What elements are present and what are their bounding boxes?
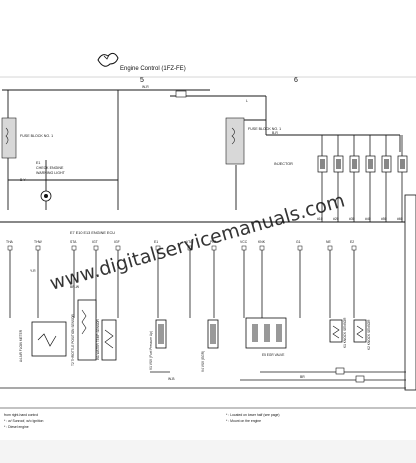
knock-sensor-2-label: K2 KNOCK SENSOR xyxy=(367,319,371,350)
ecu-pin-e2: E2 xyxy=(350,240,354,244)
note-left-2: * : w/ Sunroof, w/o Ignition xyxy=(4,419,44,423)
knock-sensor-1-label: K1 KNOCK SENSOR xyxy=(343,317,347,348)
fuse-block-left xyxy=(1,117,17,159)
injector-pin-label: #30 xyxy=(349,217,355,221)
wire-label-wr: W-R xyxy=(142,85,149,89)
wire-label-by: B-Y xyxy=(20,178,26,182)
ecu-terminal xyxy=(351,245,357,251)
ecu-pin-row: THA THW STA IGT IGF E1 VTA PIM VCC KNK G1 NE E2 xyxy=(6,240,354,244)
ecu-pin-tha: THA xyxy=(6,240,14,244)
injector-6: #60 xyxy=(397,135,408,222)
injector-bank: #10 #20 #30 #40 #50 #60 xyxy=(317,135,408,222)
vsv-fuel-pressure-label: V1 VSV (Fuel Pressure Up) xyxy=(149,331,153,370)
vsv-egr-label: V4 VSV (EGR) xyxy=(201,351,205,372)
injector-2: #20 xyxy=(333,135,344,222)
ecu-terminal xyxy=(115,245,121,251)
injector-3: #30 xyxy=(349,135,360,222)
air-flow-meter-label: A4 AIR FLOW METER xyxy=(19,329,23,362)
air-flow-meter xyxy=(31,321,67,357)
egr-valve xyxy=(245,317,287,349)
injector-label: INJECTOR xyxy=(274,162,293,166)
injector-pin-label: #50 xyxy=(381,217,387,221)
vsv-fuel-pressure xyxy=(155,319,167,349)
injector-4: #40 xyxy=(365,135,376,222)
fuse-block-no1-label: FUSE BLOCK NO. 1 xyxy=(248,127,281,131)
injector-pin-label: #40 xyxy=(365,217,371,221)
ecu-pin-igf: IGF xyxy=(114,240,120,244)
injector-pin-label: #60 xyxy=(397,217,403,221)
wire-label-br: B-R xyxy=(272,131,278,135)
wire-label-l: L xyxy=(246,99,248,103)
knock-sensor-1 xyxy=(329,319,343,343)
ecu-pin-vcc: VCC xyxy=(240,240,248,244)
check-engine-label-code: E1 xyxy=(36,161,40,165)
ecu-pin-igt: IGT xyxy=(92,240,98,244)
engine-ecu-label: E7 E10 E13 ENGINE ECU xyxy=(70,231,115,235)
ecu-terminal xyxy=(187,245,193,251)
note-left-1: from right-hand control xyxy=(4,413,38,417)
knock-sensor-2 xyxy=(353,319,367,343)
fuse-block-no1 xyxy=(225,117,245,165)
note-right-1: * : Located on lower half (see page) xyxy=(226,413,280,417)
water-temp-sensor xyxy=(101,319,117,361)
vsv-egr xyxy=(207,319,219,349)
note-right-2: * : Mount on the engine xyxy=(226,419,261,423)
section-mark-6: 6 xyxy=(294,77,298,84)
section-mark-5: 5 xyxy=(140,77,144,84)
ecu-terminal xyxy=(155,245,161,251)
ecu-terminal xyxy=(241,245,247,251)
ecu-terminal xyxy=(7,245,13,251)
ecu-pin-vta: VTA xyxy=(186,240,193,244)
injector-pin-label: #20 xyxy=(333,217,339,221)
ecu-pin-ne: NE xyxy=(326,240,331,244)
ecu-terminal xyxy=(327,245,333,251)
egr-valve-label: E5 EGR VALVE xyxy=(262,353,284,357)
check-engine-light xyxy=(40,190,52,202)
ecu-terminal xyxy=(259,245,265,251)
check-engine-label-1: CHECK ENGINE xyxy=(36,166,64,170)
ecu-pin-g1: G1 xyxy=(296,240,301,244)
ecu-terminal xyxy=(93,245,99,251)
note-left-3: * : Diesel engine xyxy=(4,425,29,429)
fusible-link xyxy=(175,90,187,98)
ecu-pin-knk: KNK xyxy=(258,240,266,244)
injector-pin-label: #10 xyxy=(317,217,323,221)
ecu-terminal xyxy=(35,245,41,251)
wire-label-br2: BR xyxy=(300,375,305,379)
fuse-block-left-label: FUSE BLOCK NO. 1 xyxy=(20,134,53,138)
injector-5: #50 xyxy=(381,135,392,222)
throttle-position-sensor-label: T2 THROTTLE POSITION SENSOR xyxy=(71,313,75,366)
wire-label-wb: W-B xyxy=(168,377,175,381)
throttle-position-sensor xyxy=(77,299,97,361)
ecu-terminal xyxy=(297,245,303,251)
page-title: Engine Control (1FZ-FE) xyxy=(120,66,186,72)
ecu-pin-sta: STA xyxy=(70,240,77,244)
wire-label-brw: BR-W xyxy=(70,285,80,289)
ecu-pin-pim: PIM xyxy=(210,240,216,244)
ecu-terminal xyxy=(211,245,217,251)
ecu-terminal xyxy=(71,245,77,251)
engine-control-icon xyxy=(97,52,119,67)
wire-label-yr: Y-R xyxy=(30,269,36,273)
ecu-pin-e1: E1 xyxy=(154,240,158,244)
injector-1: #10 xyxy=(317,135,328,222)
ecu-pin-thw: THW xyxy=(34,240,43,244)
check-engine-label-2: WARNING LIGHT xyxy=(36,171,66,175)
water-temp-sensor-label: W1 WATER TEMP SENSOR xyxy=(96,319,100,360)
